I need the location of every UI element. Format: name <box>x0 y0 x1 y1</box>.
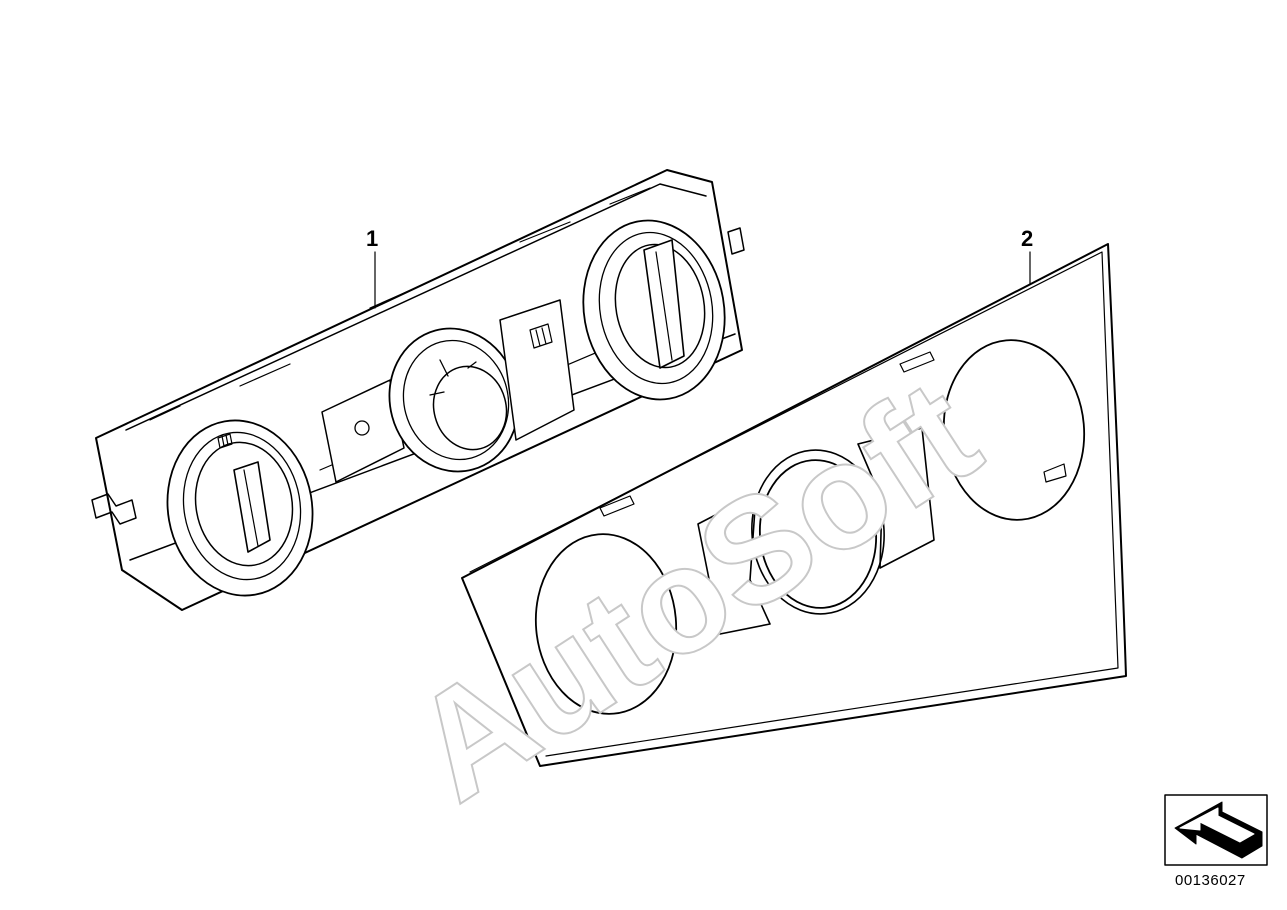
right-mode-knob[interactable] <box>569 209 738 411</box>
left-knob-grip-line <box>243 469 259 547</box>
trim-panel-inner-edge <box>469 251 1119 757</box>
control-unit-clip-left <box>91 493 137 525</box>
control-unit-clip-right <box>727 227 745 255</box>
trim-left-opening <box>534 533 678 715</box>
center-knob-ring <box>402 339 510 461</box>
trim-right-opening <box>942 339 1086 521</box>
part-2-trim-panel[interactable] <box>461 243 1127 767</box>
trim-clip-detail <box>1043 463 1067 483</box>
orientation-box <box>1164 794 1268 866</box>
center-knob-dial <box>432 365 508 451</box>
left-button-block <box>321 379 405 483</box>
trim-panel-outline <box>461 243 1127 767</box>
callout-1-label: 1 <box>366 226 379 251</box>
right-knob-grip-line <box>655 251 673 361</box>
left-temperature-knob[interactable] <box>154 409 326 607</box>
control-unit-face-edge <box>125 183 707 431</box>
trim-left-button-opening <box>697 493 771 635</box>
center-fan-knob[interactable] <box>321 299 575 486</box>
defrost-icon <box>217 433 233 449</box>
arrow-direction-highlight <box>1179 807 1255 843</box>
right-knob-dial <box>614 243 706 369</box>
left-knob-ring <box>182 431 302 581</box>
trim-center-opening-ring <box>751 449 885 615</box>
left-knob-grip <box>233 461 271 553</box>
left-knob-dial <box>194 441 294 567</box>
part-1-control-unit[interactable] <box>91 169 745 611</box>
callout-2-label: 2 <box>1021 226 1034 251</box>
orientation-box-frame <box>1164 794 1268 866</box>
diagram-reference-number: 00136027 <box>1175 872 1246 889</box>
trim-right-button-opening <box>857 427 935 569</box>
right-knob-ring <box>598 231 714 385</box>
trim-center-opening <box>758 459 878 609</box>
rear-defrost-icon <box>529 323 553 349</box>
trim-panel-tab <box>599 351 935 517</box>
center-knob-tick <box>429 359 477 396</box>
recirculation-icon <box>354 420 370 436</box>
control-unit-rail <box>149 187 651 421</box>
right-button-block <box>499 299 575 441</box>
